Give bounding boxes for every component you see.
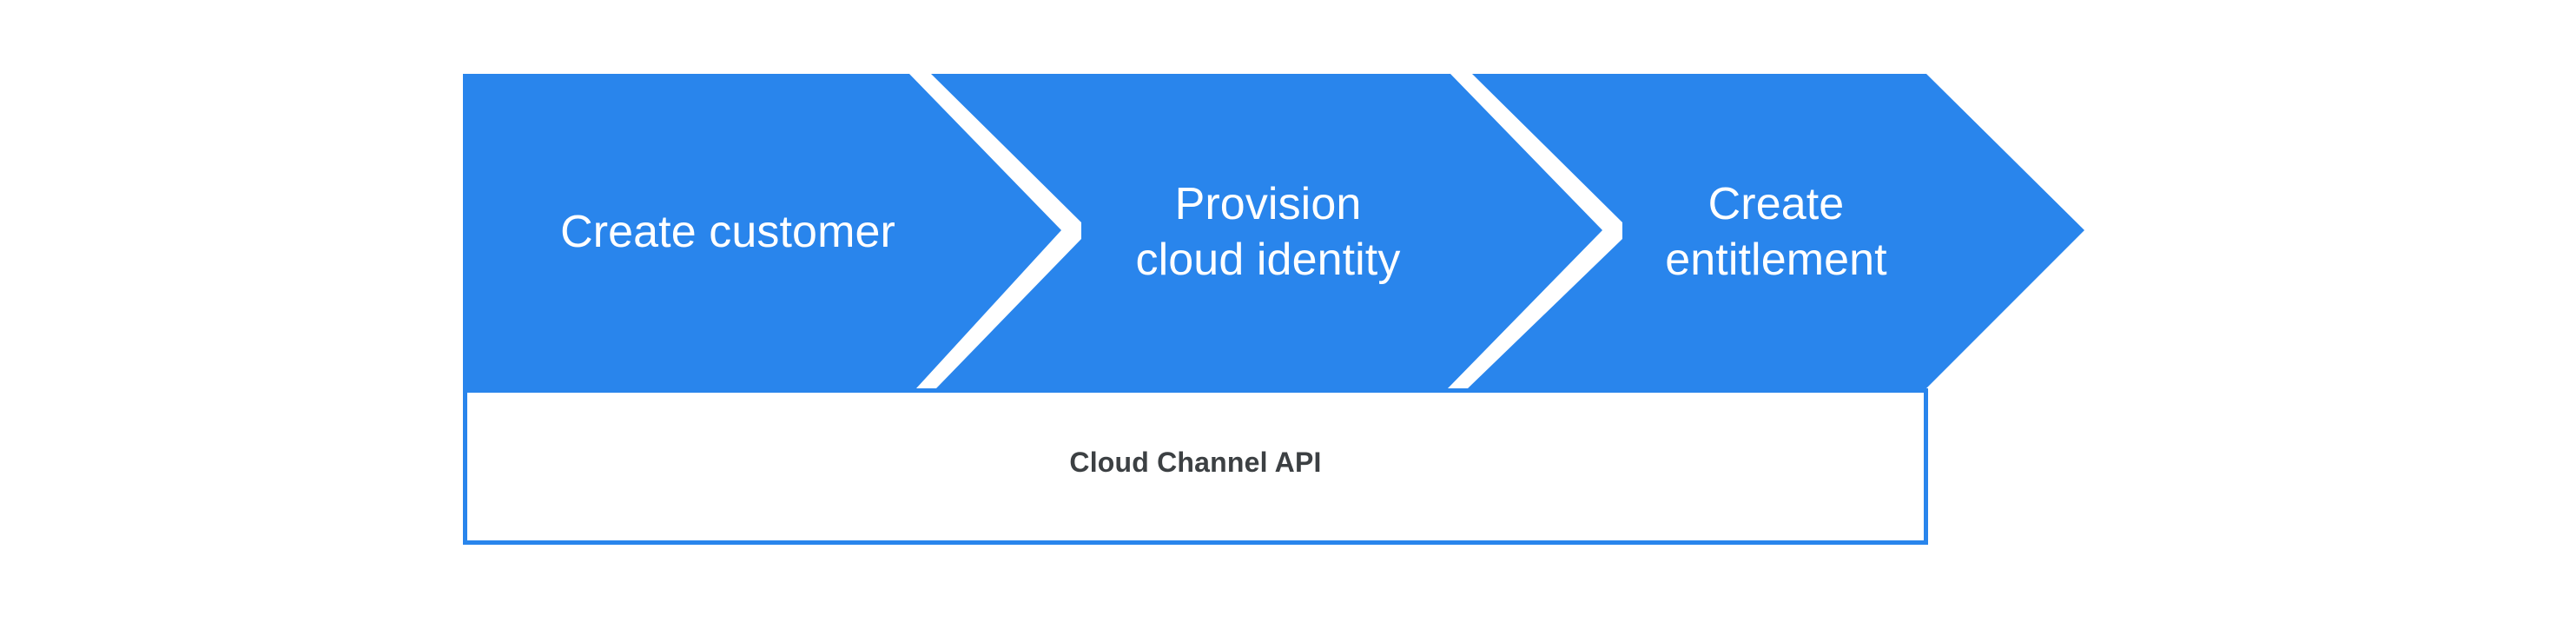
chevron-separator-1 (909, 74, 1081, 388)
chevron-separator-2 (1448, 74, 1622, 388)
cloud-channel-api-box[interactable]: Cloud Channel API (463, 388, 1928, 545)
cloud-channel-api-label: Cloud Channel API (1069, 447, 1322, 478)
flow-band-shape (463, 74, 2084, 388)
